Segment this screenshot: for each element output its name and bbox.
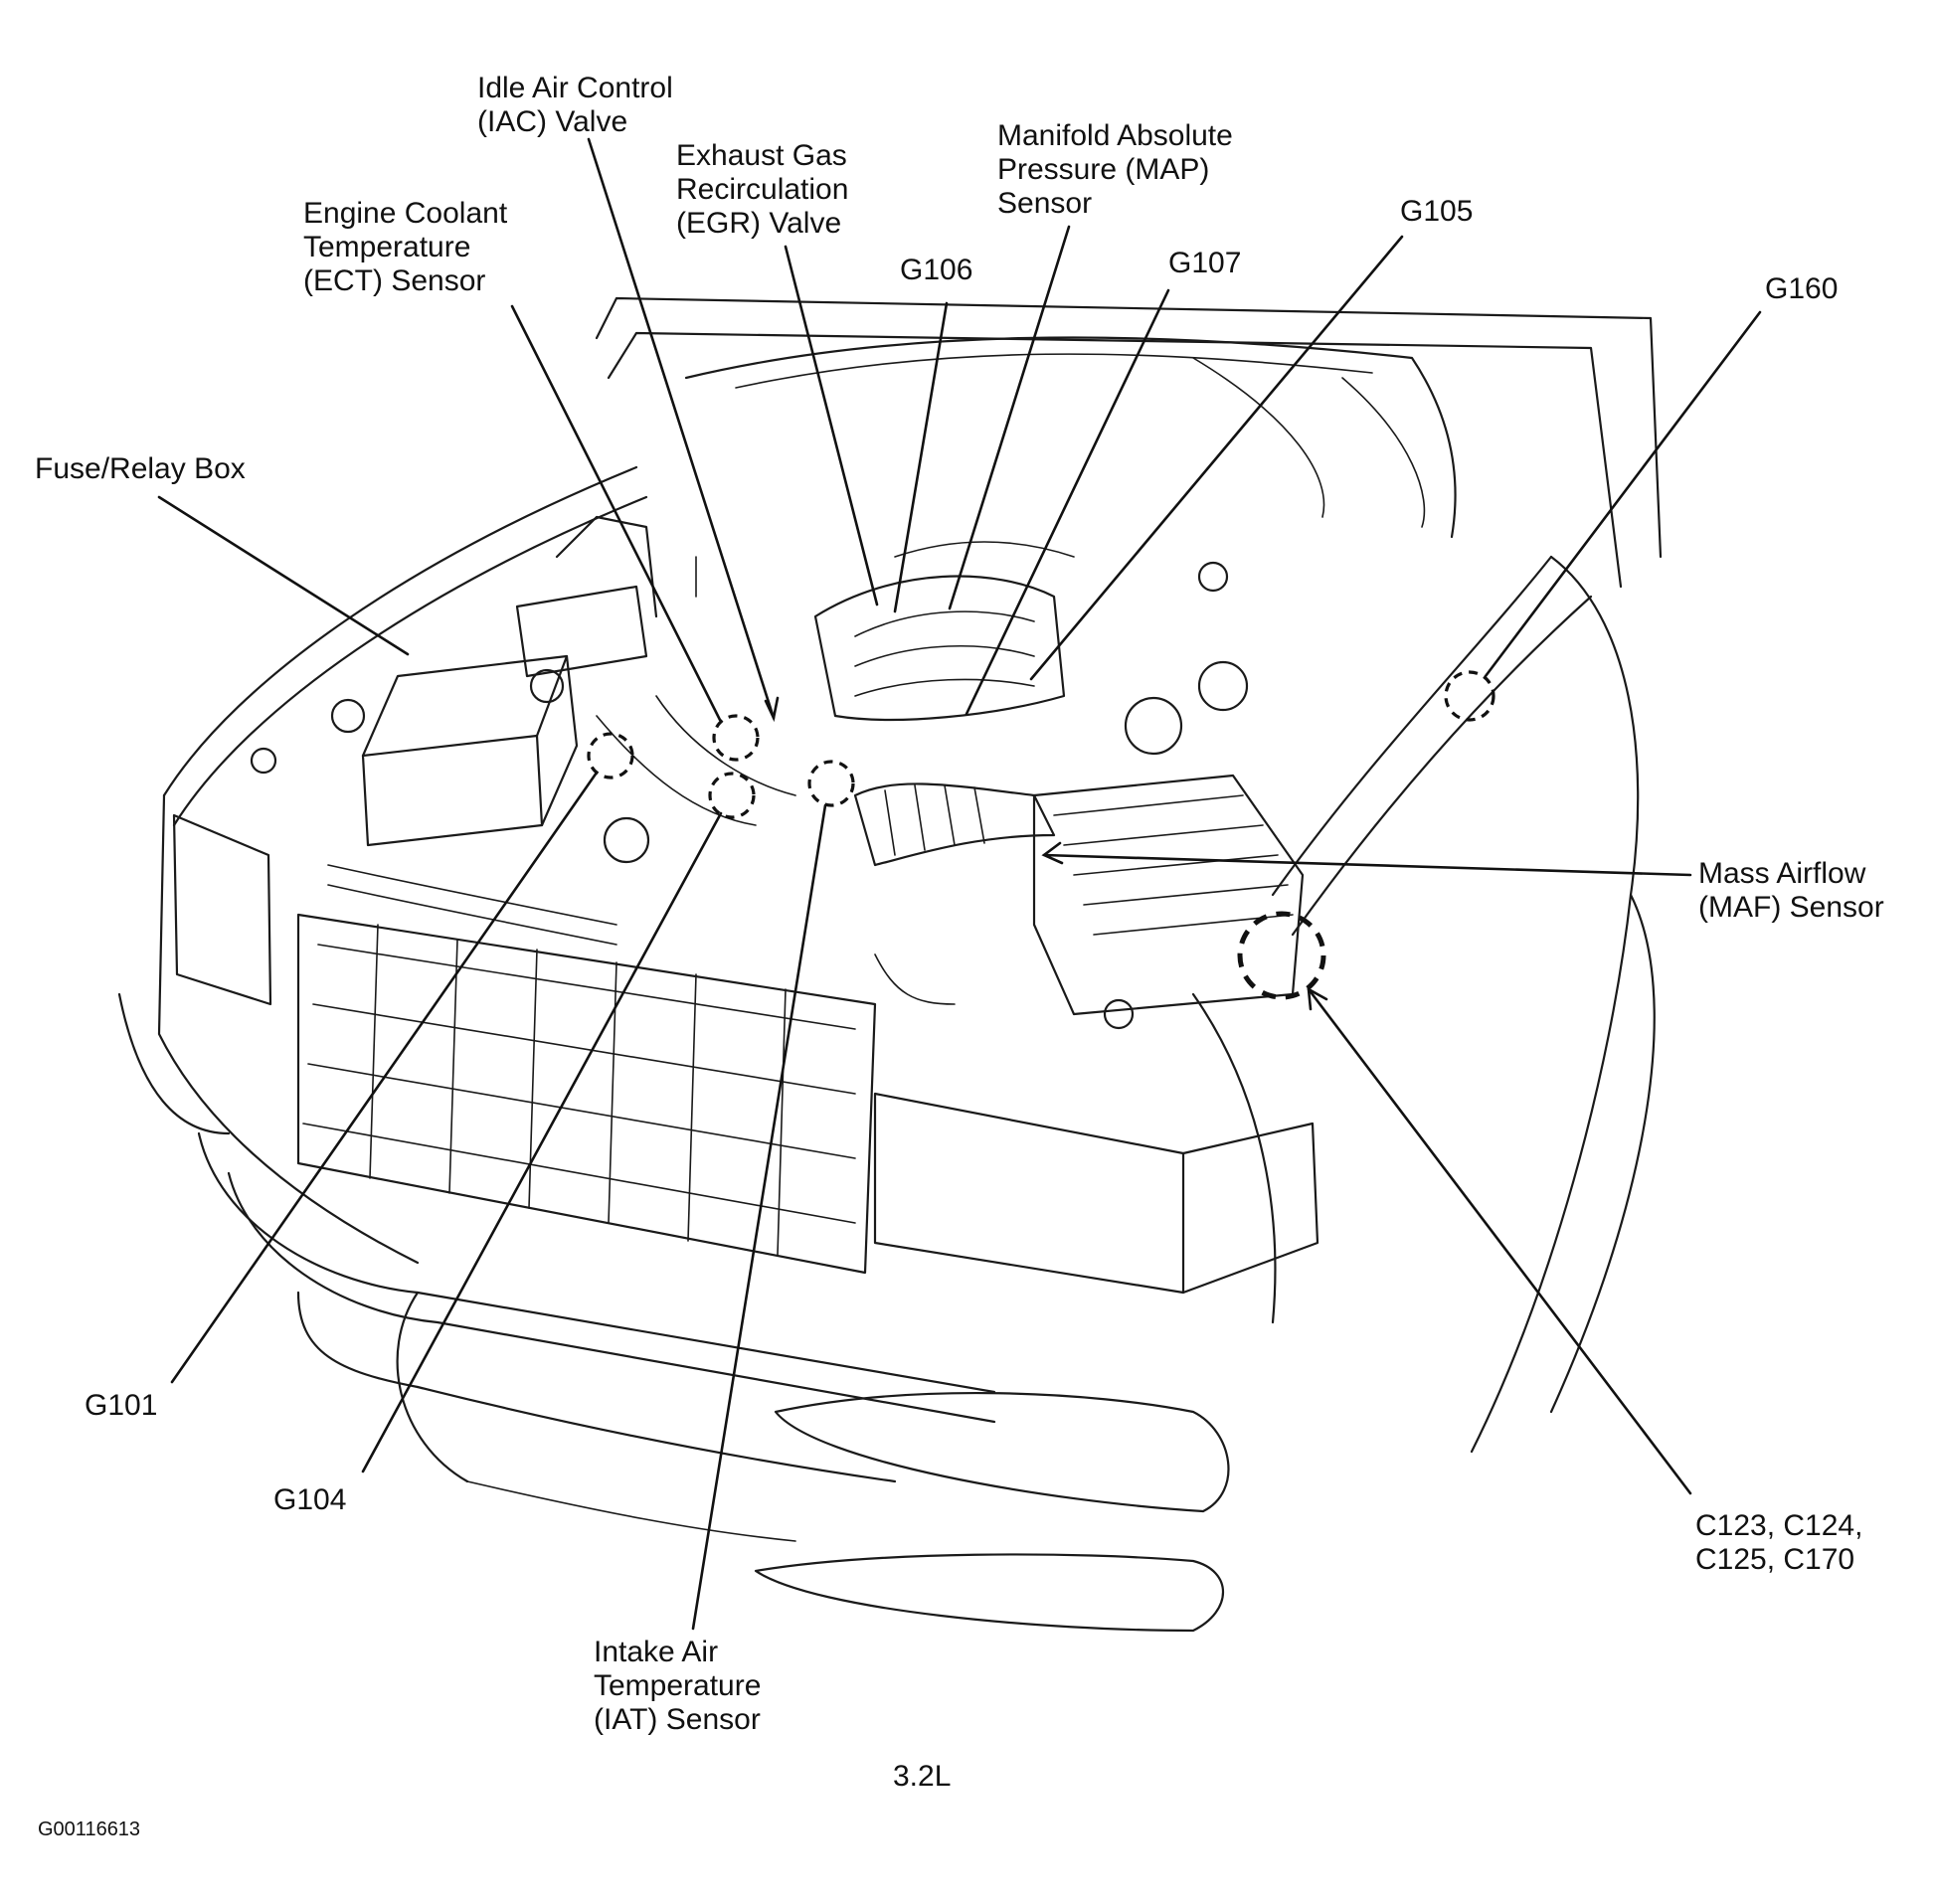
- leader-ect: [510, 304, 722, 722]
- leader-iac: [587, 137, 776, 720]
- label-g106: G106: [900, 254, 973, 286]
- leader-map: [948, 225, 1071, 610]
- front-grille: [296, 913, 877, 1275]
- label-fuse-relay-box: Fuse/Relay Box: [35, 452, 246, 485]
- marker-g104: [708, 772, 756, 819]
- leader-connectors: [1307, 987, 1692, 1495]
- marker-iat: [807, 760, 855, 807]
- engine-size-caption: 3.2L: [893, 1760, 952, 1793]
- label-g104: G104: [273, 1483, 347, 1516]
- leader-maf: [1042, 853, 1692, 877]
- label-g105: G105: [1400, 195, 1474, 228]
- leader-g104: [361, 811, 723, 1473]
- open-hood: [595, 296, 1663, 589]
- label-connectors: C123, C124, C125, C170: [1695, 1509, 1863, 1576]
- location-markers: [587, 670, 1495, 1000]
- bumper-guard: [117, 992, 1230, 1633]
- leader-g106: [893, 301, 949, 613]
- label-iac-valve: Idle Air Control (IAC) Valve: [477, 72, 673, 138]
- leader-egr: [784, 245, 879, 606]
- label-iat-sensor: Intake Air Temperature (IAT) Sensor: [594, 1636, 762, 1736]
- marker-connectors: [1237, 911, 1326, 1000]
- leader-iat: [691, 803, 827, 1631]
- leader-g160: [1484, 310, 1762, 678]
- label-maf-sensor: Mass Airflow (MAF) Sensor: [1698, 857, 1884, 924]
- label-egr-valve: Exhaust Gas Recirculation (EGR) Valve: [676, 139, 849, 240]
- label-g101: G101: [85, 1389, 158, 1422]
- leader-g105: [1029, 235, 1404, 681]
- marker-g160: [1444, 670, 1495, 722]
- leader-fuse: [157, 495, 410, 656]
- label-g160: G160: [1765, 272, 1839, 305]
- label-ect-sensor: Engine Coolant Temperature (ECT) Sensor: [303, 197, 508, 297]
- leader-g107: [965, 288, 1170, 716]
- engine-components: [250, 515, 1305, 1030]
- vehicle-body: [157, 465, 1656, 1454]
- marker-g101: [587, 732, 634, 779]
- label-g107: G107: [1168, 247, 1242, 279]
- headlights: [172, 813, 1319, 1295]
- label-map-sensor: Manifold Absolute Pressure (MAP) Sensor: [997, 119, 1233, 220]
- figure-code: G00116613: [38, 1818, 141, 1840]
- leader-g101: [170, 771, 599, 1384]
- leader-lines: [157, 137, 1762, 1631]
- marker-ect: [712, 714, 760, 762]
